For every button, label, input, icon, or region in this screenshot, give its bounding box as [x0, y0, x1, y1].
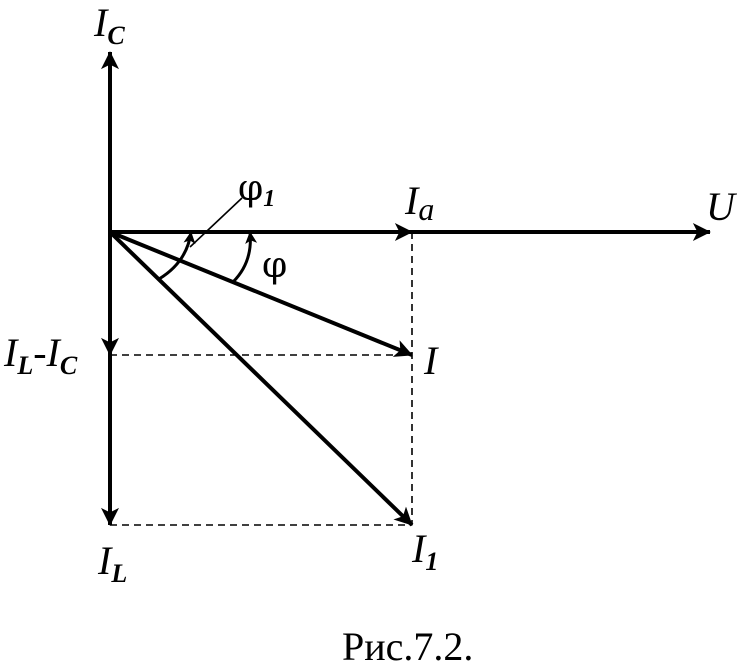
label-ic: IC	[93, 0, 125, 50]
label-il: IL	[97, 538, 127, 588]
vector-i	[109, 230, 413, 357]
label-u: U	[706, 184, 738, 229]
label-i1: I1	[411, 526, 438, 576]
label-phi: φ	[262, 245, 287, 286]
figure-caption: Рис.7.2.	[342, 624, 473, 667]
vector-i1	[108, 230, 414, 527]
phi1-leader-line	[189, 197, 243, 248]
label-i: I	[423, 338, 439, 383]
angle-phi1-arc	[158, 231, 196, 281]
label-ia: Ia	[404, 178, 434, 227]
label-phi1: φ1	[238, 168, 275, 212]
label-il-minus-ic: IL-IC	[3, 330, 78, 380]
angle-phi-arc	[231, 231, 258, 284]
